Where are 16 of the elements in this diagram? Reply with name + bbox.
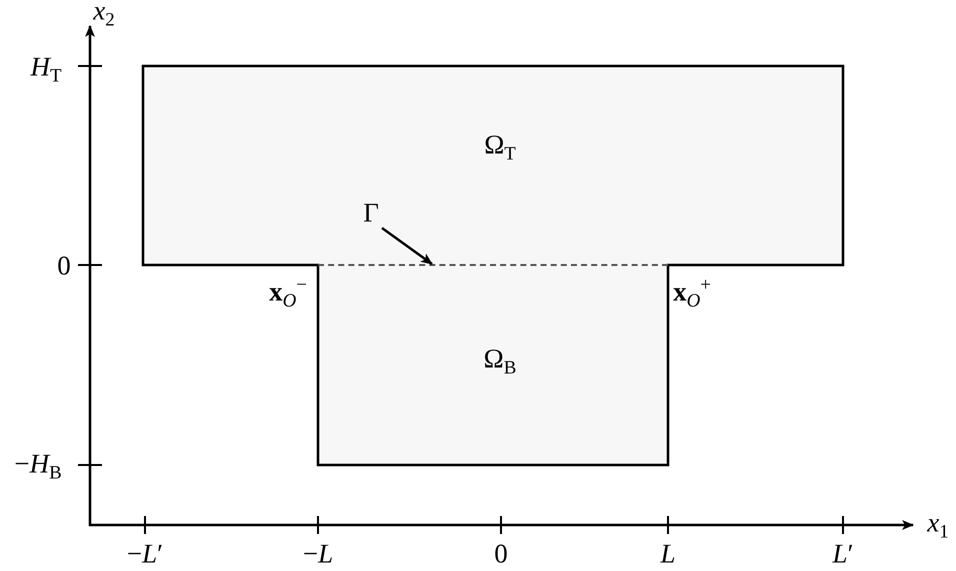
region-label: Ω$_{T}$ bbox=[484, 131, 516, 165]
axis-label: x$_{2}$ bbox=[93, 0, 115, 31]
tick-label: −H$_{B}$ bbox=[14, 450, 62, 484]
interface-dashed-line bbox=[318, 264, 668, 266]
tick-label: −L bbox=[302, 540, 334, 568]
bottom-domain-region bbox=[318, 265, 668, 465]
tick-label: −L′ bbox=[126, 540, 164, 568]
tick-label: 0 bbox=[494, 540, 508, 568]
tick-label: H$_{T}$ bbox=[30, 53, 62, 87]
axis-label: x$_{1}$ bbox=[927, 509, 949, 543]
region-label: Ω$_{B}$ bbox=[484, 345, 516, 379]
tick-label: L′ bbox=[832, 540, 854, 568]
boundary-symbol: Γ bbox=[363, 200, 379, 226]
tick-label: L bbox=[660, 540, 676, 568]
leader-arrow bbox=[381, 226, 433, 266]
tick-label: 0 bbox=[57, 252, 71, 280]
